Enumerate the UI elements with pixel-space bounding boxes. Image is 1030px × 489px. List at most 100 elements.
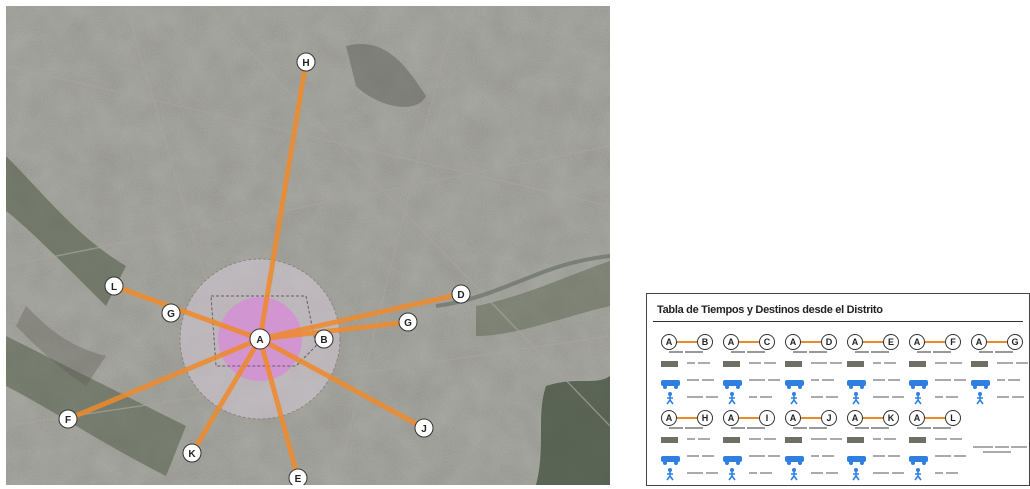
satellite-map[interactable]: H L G A B G D: [6, 6, 610, 485]
route-origin-node: A: [785, 334, 801, 350]
time-value: [811, 362, 842, 365]
car-icon: [723, 361, 740, 367]
mode-row: [785, 358, 842, 372]
time-value: [935, 379, 966, 382]
time-value: [811, 396, 841, 399]
mode-row: [971, 358, 1028, 372]
ray-l: [111, 283, 263, 342]
route-subtitle: [661, 427, 713, 430]
bus-icon: [847, 452, 866, 465]
route-origin-node: A: [847, 410, 863, 426]
ray-e: [257, 336, 301, 481]
table-title: Tabla de Tiempos y Destinos desde el Dis…: [657, 304, 883, 316]
time-value: [935, 472, 965, 475]
time-value: [687, 362, 717, 365]
mode-row: [785, 451, 841, 465]
marker-l[interactable]: L: [104, 276, 124, 296]
route-destination-node: I: [759, 410, 775, 426]
time-value: [749, 396, 779, 399]
mode-row: [723, 375, 780, 389]
time-value: [749, 455, 780, 458]
mode-row: [847, 375, 903, 389]
mode-row: [661, 375, 717, 389]
mode-row: [661, 358, 717, 372]
svg-text:D: D: [457, 290, 464, 301]
mode-row: [909, 375, 966, 389]
mode-row: [971, 375, 1027, 389]
road-network: [6, 6, 610, 485]
dark-zone-north: [346, 44, 426, 107]
time-value: [997, 396, 1027, 399]
time-value: [935, 455, 966, 458]
route-origin-node: A: [847, 334, 863, 350]
bus-icon: [971, 376, 990, 389]
car-icon: [909, 437, 926, 443]
time-value: [687, 396, 718, 399]
bus-icon: [661, 376, 680, 389]
route-subtitle: [971, 351, 1023, 354]
mode-row: [909, 434, 965, 448]
car-icon: [785, 361, 802, 367]
marker-e[interactable]: E: [288, 468, 308, 485]
route-origin-node: A: [909, 410, 925, 426]
route-subtitle: [723, 351, 775, 354]
bus-icon: [847, 376, 866, 389]
time-value: [873, 472, 904, 475]
route-subtitle: [661, 351, 713, 354]
route-origin-node: A: [661, 410, 677, 426]
mode-row: [847, 468, 904, 482]
time-value: [687, 379, 717, 382]
car-icon: [847, 437, 864, 443]
time-value: [811, 455, 841, 458]
title-divider: [653, 321, 1023, 322]
mode-row: [723, 468, 779, 482]
marker-g-east[interactable]: G: [398, 312, 418, 332]
car-icon: [971, 361, 988, 367]
svg-text:B: B: [320, 335, 327, 346]
route-subtitle: [847, 351, 899, 354]
time-value: [873, 455, 903, 458]
svg-text:H: H: [302, 58, 309, 69]
marker-h[interactable]: H: [296, 52, 316, 72]
time-value: [997, 362, 1028, 365]
map-canvas[interactable]: H L G A B G D: [6, 6, 610, 485]
route-origin-node: A: [723, 410, 739, 426]
mode-row: [661, 468, 718, 482]
mode-row: [909, 358, 965, 372]
marker-j[interactable]: J: [414, 418, 434, 438]
mode-row: [909, 468, 965, 482]
route-link: [801, 417, 821, 419]
walk-icon: [665, 468, 675, 481]
marker-g-west[interactable]: G: [161, 303, 181, 323]
marker-k[interactable]: K: [182, 443, 202, 463]
route-link: [739, 341, 759, 343]
route-destination-node: H: [697, 410, 713, 426]
time-value: [811, 438, 842, 441]
travel-time-table: Tabla de Tiempos y Destinos desde el Dis…: [646, 293, 1030, 486]
mode-row: [723, 434, 779, 448]
mode-row: [723, 392, 779, 406]
district-boundary: [210, 295, 317, 367]
marker-d[interactable]: D: [451, 284, 471, 304]
mode-row: [785, 375, 841, 389]
route-destination-node: B: [697, 334, 713, 350]
route-link: [863, 341, 883, 343]
hill-southeast: [536, 376, 610, 485]
mode-row: [785, 468, 841, 482]
route-link: [925, 341, 945, 343]
time-value: [873, 396, 904, 399]
marker-a[interactable]: A: [249, 328, 271, 350]
time-value: [687, 472, 718, 475]
marker-b[interactable]: B: [314, 329, 334, 349]
walk-icon: [851, 468, 861, 481]
svg-text:L: L: [111, 282, 117, 293]
svg-text:F: F: [65, 415, 71, 426]
marker-f[interactable]: F: [58, 409, 78, 429]
